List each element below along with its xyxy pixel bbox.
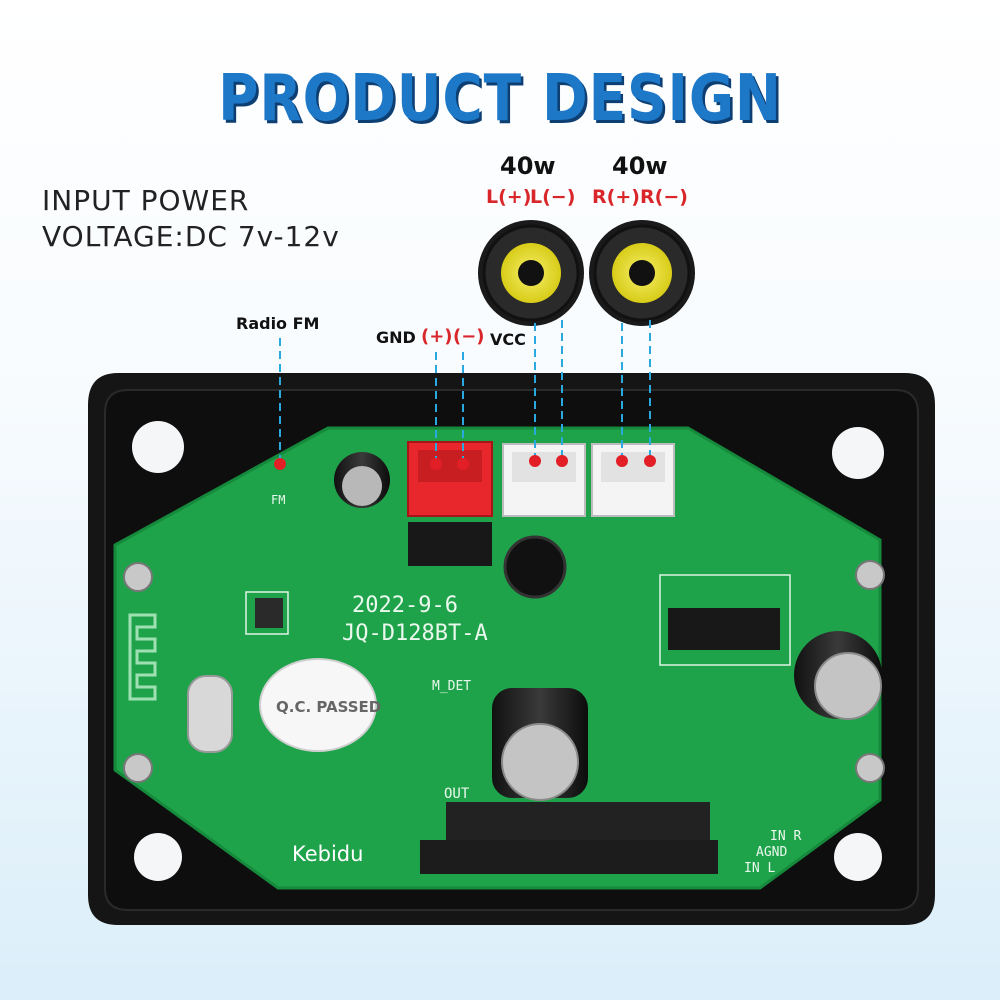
crystal-oscillator <box>187 675 233 753</box>
brand-watermark: Kebidu <box>292 842 364 866</box>
power-minus-label: (−) <box>453 326 485 347</box>
power-plus-label: (+) <box>421 326 453 347</box>
capacitor-top <box>334 452 390 508</box>
vcc-label: VCC <box>490 330 526 349</box>
right-speaker-connector <box>591 443 675 517</box>
guide-lines <box>279 320 651 462</box>
input-power-label: INPUT POWER <box>42 184 250 217</box>
left-minus-label: L(−) <box>530 186 576 208</box>
power-connector <box>407 441 493 517</box>
agnd-label: AGND <box>756 845 787 860</box>
out-label: OUT <box>444 786 470 802</box>
antenna-trace <box>128 613 157 701</box>
screws <box>123 560 885 783</box>
left-speaker <box>478 220 584 326</box>
left-speaker-connector <box>502 443 586 517</box>
ic-chip-small <box>408 522 492 566</box>
board-date: 2022-9-6 <box>352 593 458 618</box>
right-speaker <box>589 220 695 326</box>
fm-label: FM <box>271 493 285 507</box>
inductor <box>503 535 567 599</box>
right-minus-label: R(−) <box>640 186 688 208</box>
bluetooth-chip <box>255 598 283 628</box>
page-title: PRODUCT DESIGN <box>218 62 782 136</box>
in-l-label: IN L <box>744 861 775 876</box>
left-speaker-power: 40w <box>500 152 556 180</box>
gnd-label: GND <box>376 328 416 347</box>
capacitor-right <box>794 631 882 720</box>
pin-header <box>420 840 718 874</box>
pcb-board <box>113 426 882 890</box>
m-det-label: M_DET <box>432 679 471 694</box>
left-plus-label: L(+) <box>486 186 532 208</box>
ic-chip-amp <box>668 608 780 650</box>
board-model: JQ-D128BT-A <box>342 621 488 646</box>
qc-sticker <box>259 658 377 752</box>
in-r-label: IN R <box>770 829 801 844</box>
pin-markers <box>274 455 656 470</box>
card-slot <box>446 802 710 842</box>
voltage-spec: VOLTAGE:DC 7v-12v <box>42 220 340 253</box>
right-plus-label: R(+) <box>592 186 640 208</box>
capacitor-center <box>492 688 588 801</box>
qc-stamp-text: Q.C. PASSED <box>276 698 381 716</box>
right-speaker-power: 40w <box>612 152 668 180</box>
radio-fm-label: Radio FM <box>236 314 320 333</box>
